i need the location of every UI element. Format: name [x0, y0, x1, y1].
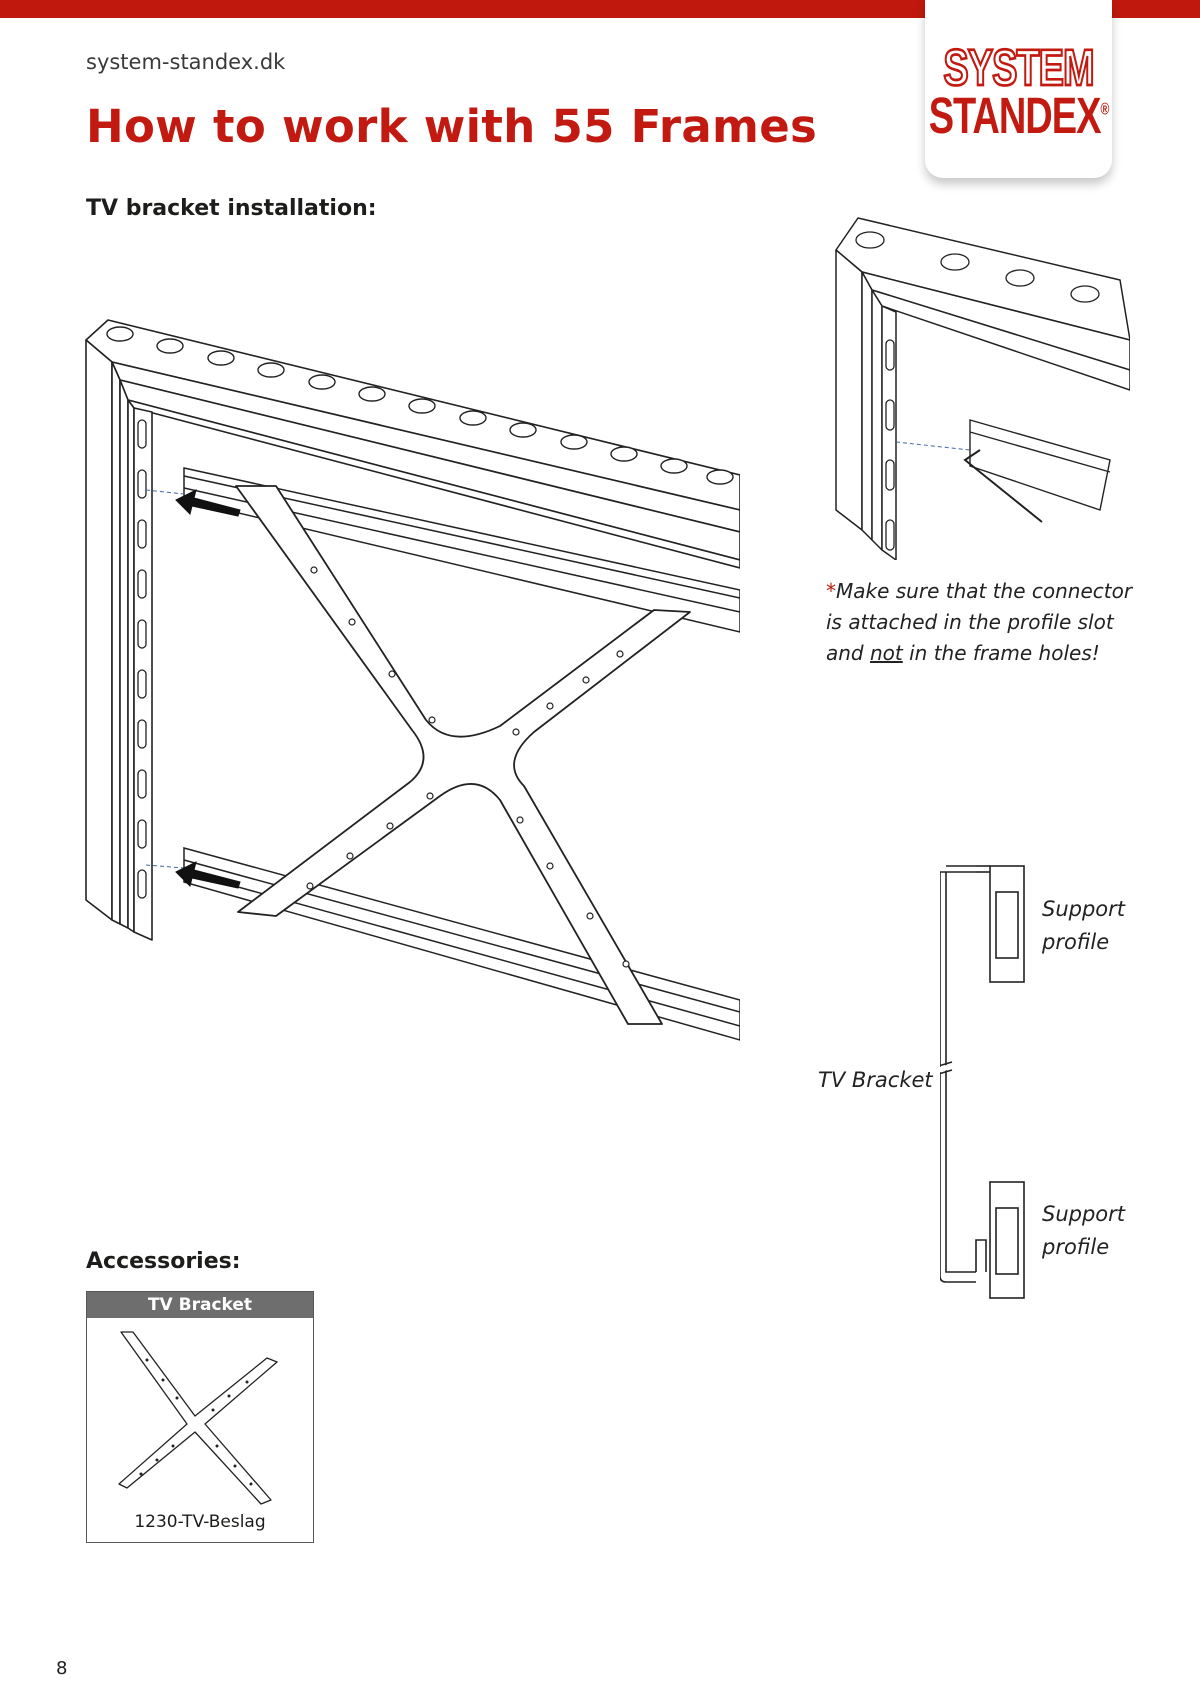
top-accent-bar	[0, 0, 1200, 18]
frame-holes	[106, 326, 734, 485]
tv-bracket-section	[940, 872, 976, 1283]
tv-bracket-installation-diagram	[85, 319, 740, 1041]
label-support-profile-bottom: Support profile	[1042, 1202, 1126, 1259]
insert-arrows	[175, 489, 241, 889]
note-line-1: *Make sure that the connector	[826, 579, 1133, 603]
frame-left-stile	[85, 339, 113, 921]
profile-slots	[137, 419, 147, 899]
page-number: 8	[56, 1658, 68, 1679]
logo-line-system: SYSTEM	[942, 39, 1095, 98]
accessory-card-title: TV Bracket	[87, 1292, 313, 1318]
installation-heading: TV bracket installation:	[86, 196, 377, 221]
label-tv-bracket: TV Bracket	[818, 1068, 933, 1092]
accessory-card-tv-bracket: TV Bracket 1230-TV-Beslag	[86, 1291, 314, 1543]
tv-bracket-thumbnail	[118, 1331, 278, 1505]
note-line-2: is attached in the profile slot	[826, 610, 1114, 634]
connector-detail-diagram	[835, 217, 1130, 560]
page-title: How to work with 55 Frames	[86, 100, 818, 153]
support-profile-bottom	[989, 1181, 1025, 1299]
brand-logo: SYSTEM STANDEX®	[925, 0, 1112, 178]
note-line-3: and not in the frame holes!	[826, 641, 1100, 665]
connector-note: *Make sure that the connector is attache…	[826, 576, 1146, 669]
logo-line-standex: STANDEX®	[928, 88, 1110, 146]
accessories-heading: Accessories:	[86, 1249, 241, 1274]
accessory-item-code: 1230-TV-Beslag	[134, 1512, 266, 1532]
lower-support-profile	[183, 847, 740, 1041]
profile-section-diagram	[940, 865, 1025, 1299]
label-support-profile-top: Support profile	[1042, 897, 1126, 954]
support-profile-top	[989, 865, 1025, 983]
site-url: system-standex.dk	[86, 50, 286, 74]
